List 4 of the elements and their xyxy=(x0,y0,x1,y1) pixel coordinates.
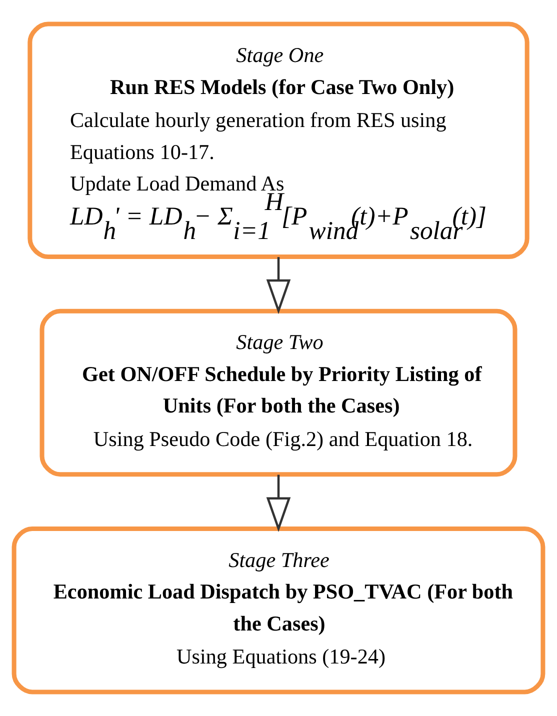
arrow xyxy=(266,474,291,532)
node-box: Stage Three Economic Load Dispatch by PSO_TVAC (For both the Cases) Using Equations (19-24) xyxy=(12,526,546,694)
arrow xyxy=(266,257,291,314)
node-box: Stage Two Get ON/OFF Schedule by Priority Listing of Units (For both the Cases) Using Pseudo Code (Fig.2) and Equation 18. xyxy=(40,308,518,477)
